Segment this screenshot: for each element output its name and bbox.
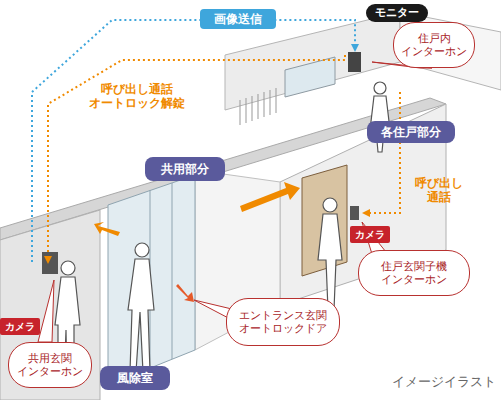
- node-text: 共用部分: [161, 162, 209, 176]
- node-text: 住戸内 インターホン: [400, 32, 468, 58]
- door-intercom-device: [350, 206, 359, 220]
- radiator-fins: [240, 88, 276, 125]
- entrance-intercom-device: [42, 252, 58, 274]
- person-head: [61, 261, 75, 275]
- node-text: 各住戸部分: [381, 125, 441, 139]
- person-body: [318, 214, 342, 310]
- person-head: [135, 243, 149, 257]
- node-text: 共用玄関 インターホン: [15, 352, 85, 378]
- door-frame: [150, 183, 172, 368]
- bubble-tail: [38, 280, 54, 342]
- area-tag: 共用部分: [145, 157, 225, 181]
- camera-tag: カメラ: [350, 226, 390, 243]
- area-tag: 各住戸部分: [367, 121, 455, 143]
- image-signal-line: [32, 20, 355, 262]
- node-text: カメラ: [355, 229, 385, 241]
- call-signal-line: [48, 52, 345, 252]
- monitor-device: [348, 52, 361, 72]
- walk-arrow: [240, 182, 300, 212]
- radiator: [240, 88, 276, 125]
- callout-bubble: 共用玄関 インターホン: [8, 342, 92, 388]
- walk-arrow: [94, 222, 120, 236]
- signal-label: 呼び出し通話 オートロック解錠: [72, 82, 202, 111]
- arrow-head: [44, 256, 52, 264]
- arrow-head: [351, 44, 359, 52]
- signal-tag: 画像送信: [200, 9, 276, 29]
- call-signal-line: [364, 92, 400, 213]
- arrow-head: [362, 209, 370, 217]
- signal-label: 呼び出し 通話: [406, 176, 472, 205]
- node-text: カメラ: [5, 321, 35, 333]
- person-body: [128, 259, 154, 372]
- callout-bubble: 住戸玄関子機 インターホン: [358, 250, 470, 296]
- camera-tag: カメラ: [0, 318, 40, 335]
- node-text: モニター: [375, 6, 419, 19]
- node-text: 画像送信: [214, 12, 262, 26]
- node-text: 住戸玄関子機 インターホン: [365, 260, 463, 286]
- callout-bubble: 住戸内 インターホン: [393, 22, 475, 68]
- walk-arrow: [176, 284, 194, 302]
- auto-lock-door: [108, 175, 195, 385]
- person-head: [374, 82, 386, 94]
- device-tag: モニター: [366, 4, 428, 22]
- entrance-wall: [0, 210, 100, 400]
- note-label: イメージイラスト: [370, 374, 496, 390]
- unit-window: [285, 57, 335, 97]
- node-text: エントランス玄関 オートロックドア: [233, 309, 333, 335]
- people: [55, 82, 390, 385]
- person-head: [323, 198, 337, 212]
- callout-bubble: エントランス玄関 オートロックドア: [226, 298, 340, 346]
- node-text: 風除室: [117, 371, 153, 385]
- area-tag: 風除室: [100, 366, 170, 390]
